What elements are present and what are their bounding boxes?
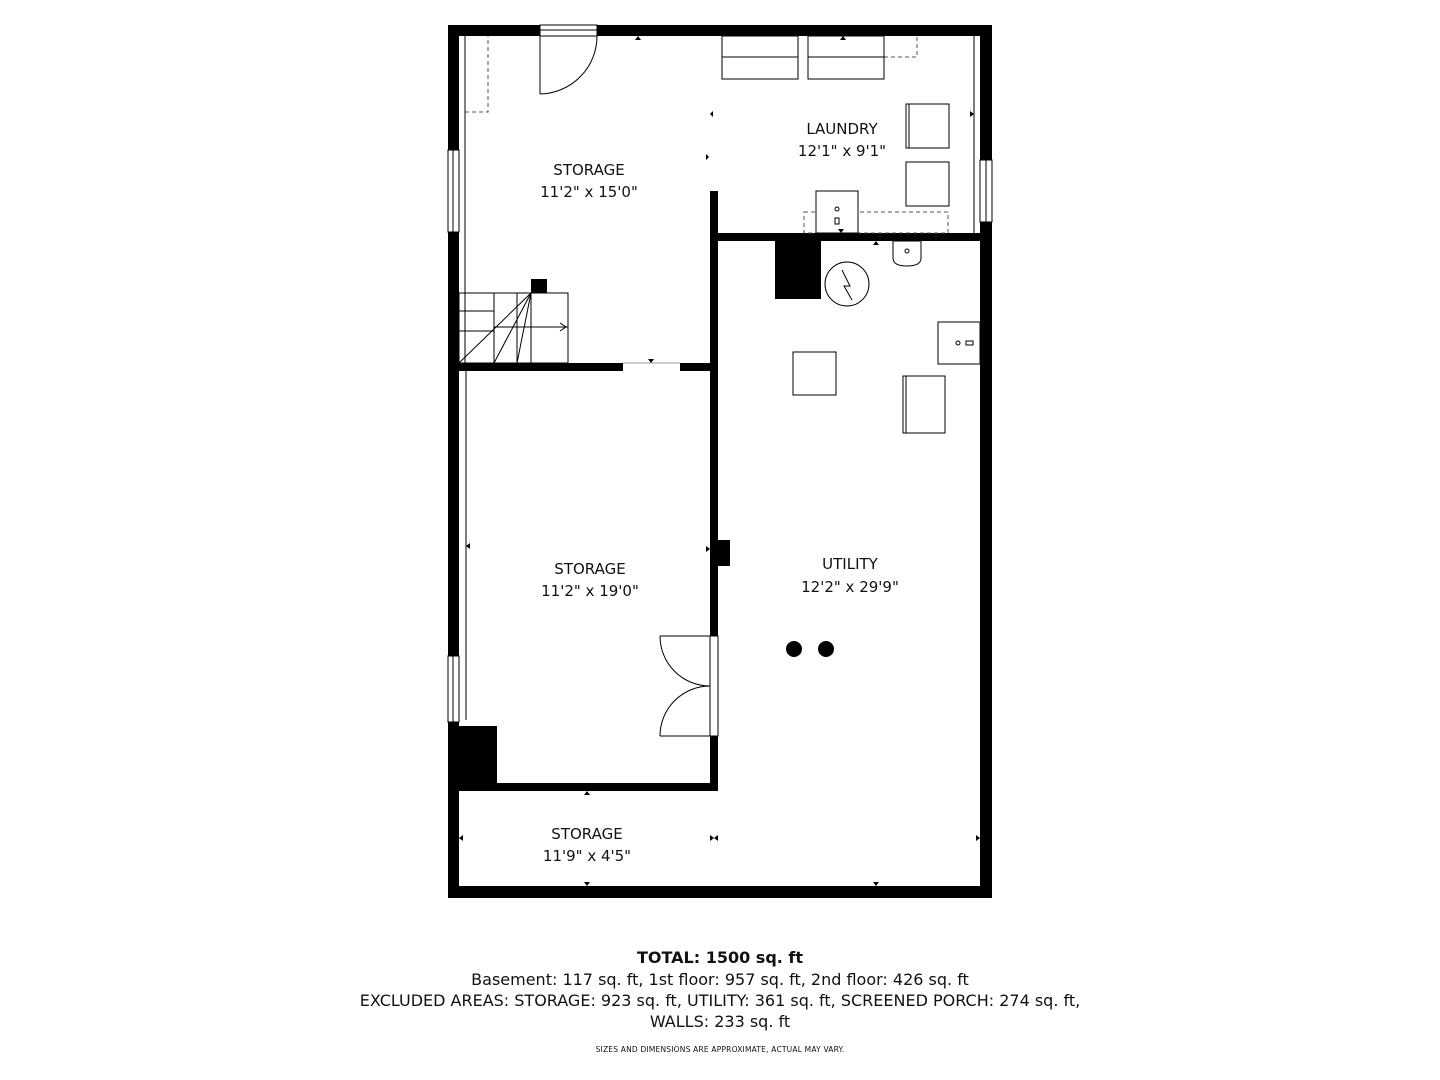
laundry-fixtures [721,35,950,234]
summary-total: TOTAL: 1500 sq. ft [636,948,804,967]
wall-trim [464,36,975,720]
exterior-walls [448,25,992,898]
windows [447,24,993,723]
room-label-storage-bottom: STORAGE [551,825,622,843]
room-dims-storage-bottom: 11'9" x 4'5" [543,847,631,865]
summary-floor-areas: Basement: 117 sq. ft, 1st floor: 957 sq.… [471,970,969,989]
room-label-laundry: LAUNDRY [806,120,878,138]
room-dims-storage-top: 11'2" x 15'0" [540,183,638,201]
doors [539,35,719,737]
room-label-utility: UTILITY [822,555,879,573]
room-dims-storage-mid: 11'2" x 19'0" [541,582,639,600]
room-dims-utility: 12'2" x 29'9" [801,578,899,596]
room-label-storage-top: STORAGE [553,161,624,179]
summary-excluded-areas: EXCLUDED AREAS: STORAGE: 923 sq. ft, UTI… [359,991,1081,1010]
support-posts [786,641,834,657]
utility-fixtures [792,240,981,434]
room-dims-laundry: 12'1" x 9'1" [798,142,886,160]
interior-walls [459,191,980,791]
room-label-storage-mid: STORAGE [554,560,625,578]
structural-blocks [459,241,821,783]
dashed-outlines [465,36,949,234]
measure-ticks [459,36,980,886]
summary-walls: WALLS: 233 sq. ft [649,1012,791,1031]
disclaimer: SIZES AND DIMENSIONS ARE APPROXIMATE, AC… [595,1045,845,1054]
stairs [458,292,569,364]
